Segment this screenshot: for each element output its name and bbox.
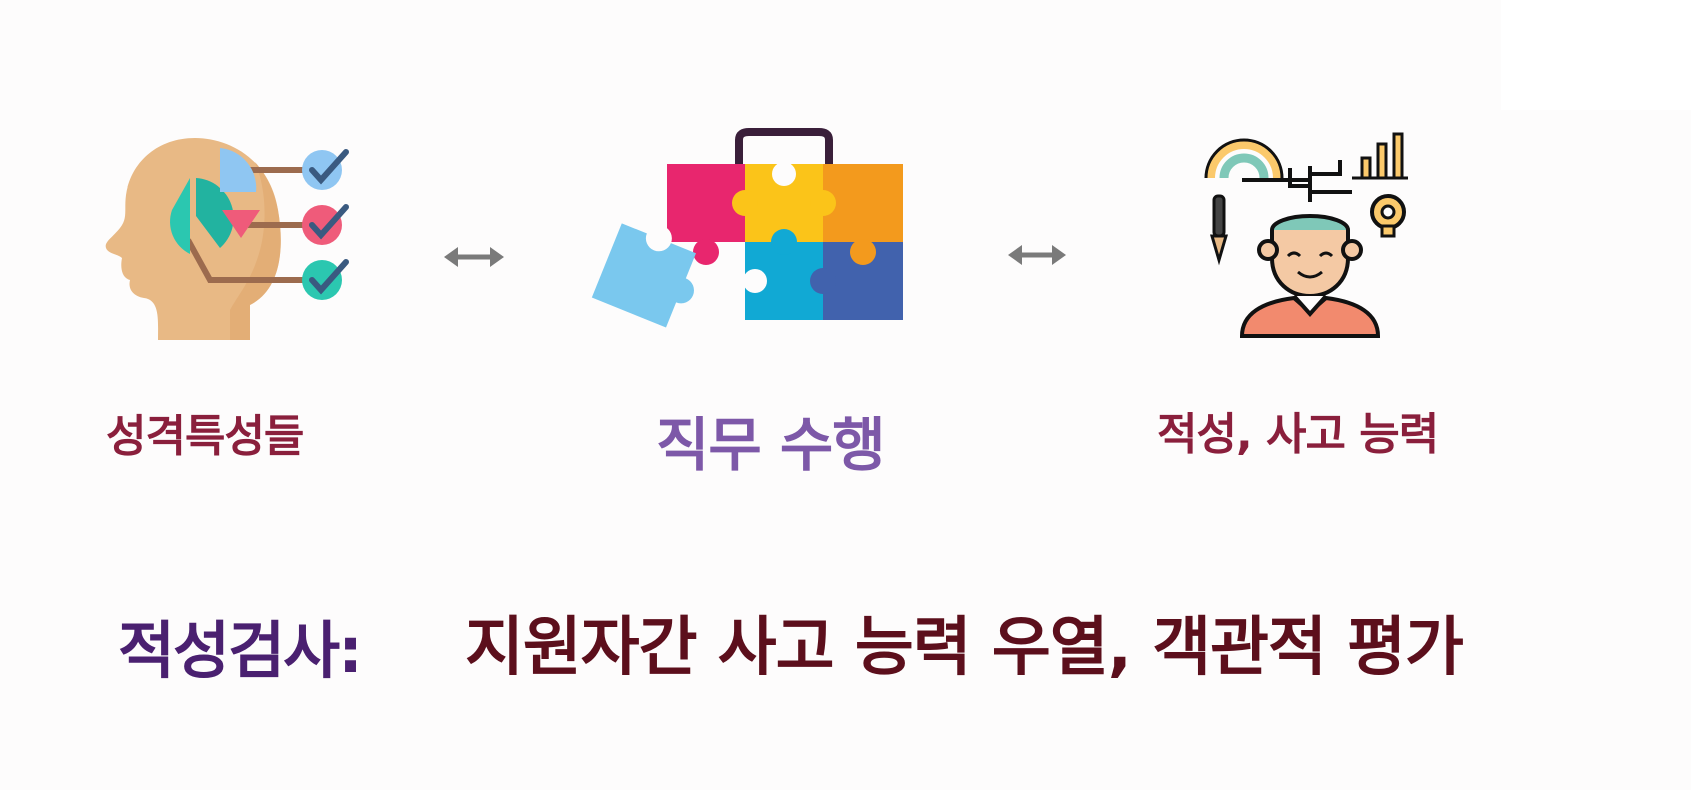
puzzle-briefcase-icon (575, 128, 905, 338)
node-label-job-performance: 직무 수행 (656, 411, 886, 479)
head-chart-checklist-icon (100, 130, 360, 350)
summary-title: 적성검사: (118, 614, 363, 687)
background-patch (1501, 0, 1691, 110)
node-label-personality: 성격특성들 (106, 411, 304, 462)
double-arrow-icon (444, 242, 504, 276)
summary-description: 지원자간 사고 능력 우열, 객관적 평가 (465, 611, 1464, 685)
thinking-person-icon (1202, 130, 1422, 340)
double-arrow-icon (1008, 240, 1066, 274)
node-label-aptitude: 적성, 사고 능력 (1157, 409, 1439, 460)
